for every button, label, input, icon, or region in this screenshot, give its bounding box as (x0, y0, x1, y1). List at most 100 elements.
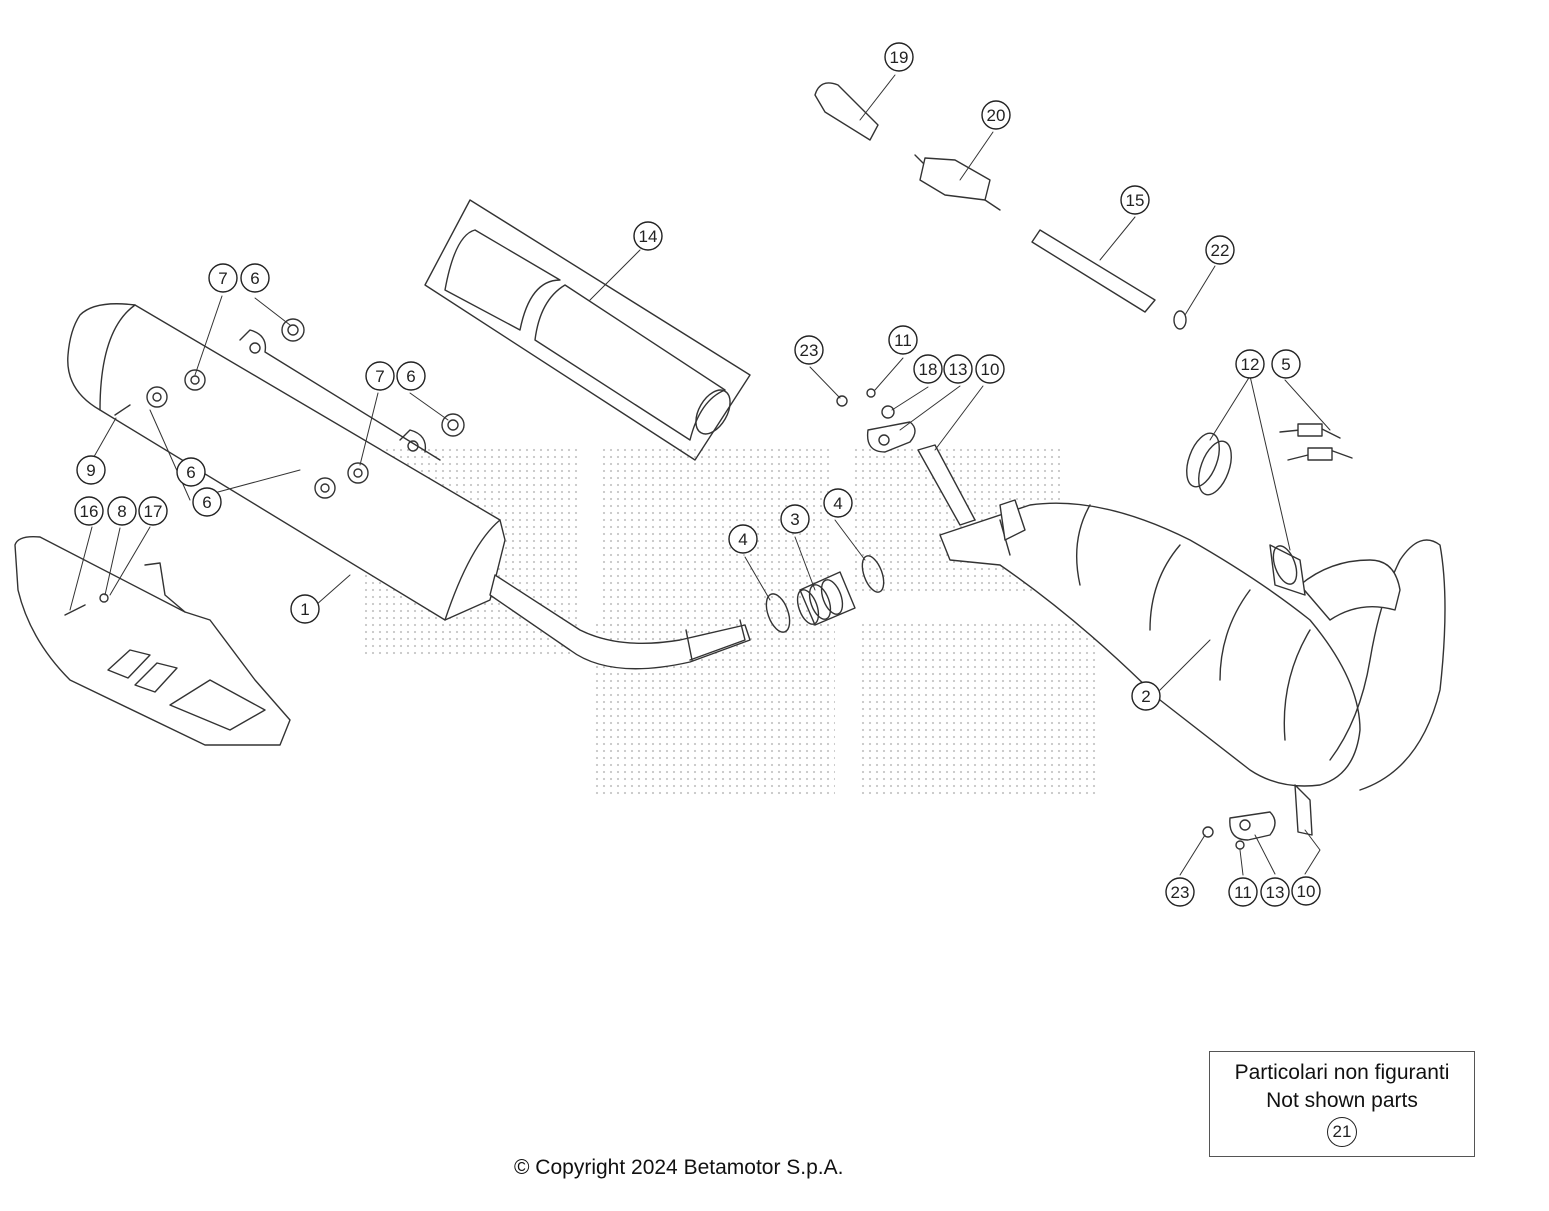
callout-circle (1120, 185, 1150, 215)
callout-circle (794, 335, 824, 365)
callout-6: 6 (396, 361, 426, 391)
heat-shield (14, 535, 291, 746)
callout-label: 6 (202, 493, 211, 512)
callout-label: 14 (639, 227, 658, 246)
callout-label: 13 (1266, 883, 1285, 902)
callout-17: 17 (138, 496, 168, 526)
muffler (67, 303, 506, 621)
callout-20: 20 (981, 100, 1011, 130)
callout-label: 7 (375, 367, 384, 386)
callout-circle (1260, 877, 1290, 907)
callout-13: 13 (1260, 877, 1290, 907)
callout-circle (107, 496, 137, 526)
callout-circle (176, 457, 206, 487)
ring-left (765, 593, 791, 633)
callout-2: 2 (1131, 681, 1161, 711)
copyright-notice: © Copyright 2024 Betamotor S.p.A. (514, 1156, 844, 1179)
springs (1279, 423, 1353, 461)
callout-circle (208, 263, 238, 293)
callout-7: 7 (365, 361, 395, 391)
callout-18: 18 (913, 354, 943, 384)
callout-label: 4 (738, 530, 747, 549)
callout-label: 22 (1211, 241, 1230, 260)
callout-23: 23 (1165, 877, 1195, 907)
callout-11: 11 (888, 325, 918, 355)
callout-23: 23 (794, 335, 824, 365)
callout-circle (240, 263, 270, 293)
callout-circle (365, 361, 395, 391)
callout-label: 11 (894, 331, 912, 350)
o-rings (1186, 432, 1232, 496)
callout-10: 10 (1291, 876, 1321, 906)
callout-circle (1131, 681, 1161, 711)
callout-10: 10 (975, 354, 1005, 384)
callout-circle (396, 361, 426, 391)
callout-15: 15 (1120, 185, 1150, 215)
callout-label: 8 (117, 502, 126, 521)
callout-label: 10 (1297, 882, 1316, 901)
vent-hose-assembly (814, 82, 1187, 330)
callout-label: 13 (949, 360, 968, 379)
callout-circle (1228, 877, 1258, 907)
callout-label: 19 (890, 48, 909, 67)
callout-label: 10 (981, 360, 1000, 379)
callout-circle (1235, 349, 1265, 379)
callout-label: 23 (800, 341, 819, 360)
callout-21: 21 (1327, 1117, 1357, 1147)
callout-22: 22 (1205, 235, 1235, 265)
packing-box (424, 199, 751, 461)
callout-circle (943, 354, 973, 384)
callout-14: 14 (633, 221, 663, 251)
callout-4: 4 (823, 488, 853, 518)
callout-label: 6 (186, 463, 195, 482)
callout-16: 16 (74, 496, 104, 526)
callout-circle (74, 496, 104, 526)
callout-13: 13 (943, 354, 973, 384)
callout-circle (1165, 877, 1195, 907)
callout-5: 5 (1271, 349, 1301, 379)
callout-label: 3 (790, 510, 799, 529)
callout-12: 12 (1235, 349, 1265, 379)
callout-6: 6 (176, 457, 206, 487)
callout-label: 18 (919, 360, 938, 379)
callout-8: 8 (107, 496, 137, 526)
callout-circle (138, 496, 168, 526)
not-shown-italian: Particolari non figuranti (1234, 1061, 1450, 1084)
callout-circle (633, 221, 663, 251)
callout-circle (76, 455, 106, 485)
callout-label: 11 (1234, 883, 1252, 902)
callout-7: 7 (208, 263, 238, 293)
callout-label: 16 (80, 502, 99, 521)
not-shown-english: Not shown parts (1266, 1089, 1418, 1112)
callout-label: 5 (1281, 355, 1290, 374)
callout-circle (290, 594, 320, 624)
callout-1: 1 (290, 594, 320, 624)
callout-3: 3 (780, 504, 810, 534)
watermark (365, 445, 1100, 795)
callout-circle (780, 504, 810, 534)
callout-label: 9 (86, 461, 95, 480)
callout-label: 4 (833, 494, 842, 513)
callout-label: 2 (1141, 687, 1150, 706)
link-pipe (489, 574, 751, 670)
ring-right (861, 555, 885, 593)
callout-9: 9 (76, 455, 106, 485)
callout-circle (913, 354, 943, 384)
callout-circle (888, 325, 918, 355)
callout-label: 12 (1241, 355, 1260, 374)
callout-circle (884, 42, 914, 72)
callout-circle (1205, 235, 1235, 265)
expansion-chamber (939, 499, 1446, 836)
callout-4: 4 (728, 524, 758, 554)
callout-label: 20 (987, 106, 1006, 125)
callout-label: 6 (250, 269, 259, 288)
callout-circle (975, 354, 1005, 384)
callout-circle (981, 100, 1011, 130)
callout-label: 1 (300, 600, 309, 619)
callout-label: 23 (1171, 883, 1190, 902)
callout-circle (1271, 349, 1301, 379)
small-hardware (64, 388, 1276, 850)
callout-19: 19 (884, 42, 914, 72)
rubber-mounts (146, 318, 465, 499)
